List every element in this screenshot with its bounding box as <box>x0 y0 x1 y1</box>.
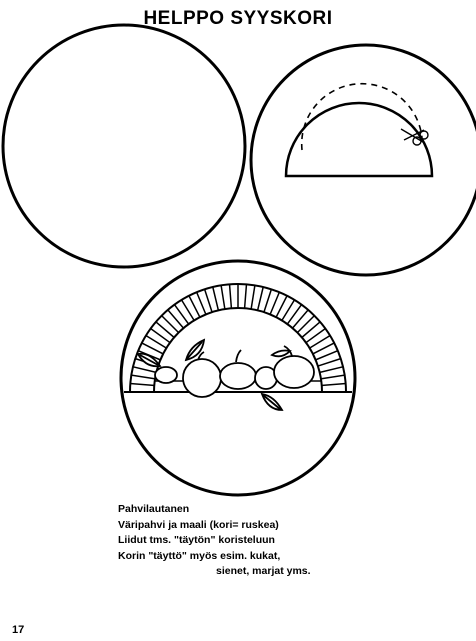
handle-stripe <box>251 283 255 311</box>
apple-left-icon <box>183 359 221 397</box>
half-circle-cutout <box>286 103 432 176</box>
handle-stripe <box>212 285 219 312</box>
paper-plate-circle <box>3 25 245 267</box>
handle-stripe <box>320 383 348 385</box>
handle-stripe <box>316 358 343 367</box>
handle-stripe <box>204 287 213 314</box>
materials-list: Pahvilautanen Väripahvi ja maali (kori= … <box>118 502 418 580</box>
handle-stripe <box>160 314 180 334</box>
apple-right-icon <box>274 356 314 388</box>
materials-line: Väripahvi ja maali (kori= ruskea) <box>118 518 418 534</box>
handle-stripe <box>281 298 296 322</box>
handle-stripe <box>229 282 231 310</box>
handle-stripe <box>319 375 347 379</box>
handle-stripe <box>144 335 168 350</box>
handle-stripe <box>154 321 175 339</box>
handle-stripe <box>181 298 196 322</box>
handle-stripe <box>300 321 321 339</box>
handle-stripe <box>291 308 309 329</box>
handle-stripe <box>173 303 189 326</box>
handle-stripe <box>318 366 345 373</box>
materials-line: Pahvilautanen <box>118 502 418 518</box>
page-number: 17 <box>12 624 24 636</box>
handle-stripe <box>304 327 327 343</box>
handle-stripe <box>244 282 246 310</box>
handle-stripe <box>257 285 264 312</box>
handle-stripe <box>221 283 225 311</box>
materials-line: sienet, marjat yms. <box>118 564 418 580</box>
handle-stripe <box>286 303 302 326</box>
handle-stripe <box>296 314 316 334</box>
apple-middle-icon <box>220 363 256 389</box>
handle-stripe <box>129 375 157 379</box>
leaf-icon <box>272 351 290 357</box>
handle-stripe <box>167 308 185 329</box>
handle-stripe <box>128 383 156 385</box>
handle-stripe <box>131 366 158 373</box>
handle-stripe <box>149 327 172 343</box>
handle-stripe <box>263 287 272 314</box>
paper-plate-cut-circle <box>251 45 476 275</box>
small-plum-icon <box>155 367 177 383</box>
handle-stripe <box>308 335 332 350</box>
materials-line: Korin "täyttö" myös esim. kukat, <box>118 549 418 565</box>
materials-line: Liidut tms. "täytön" koristeluun <box>118 533 418 549</box>
